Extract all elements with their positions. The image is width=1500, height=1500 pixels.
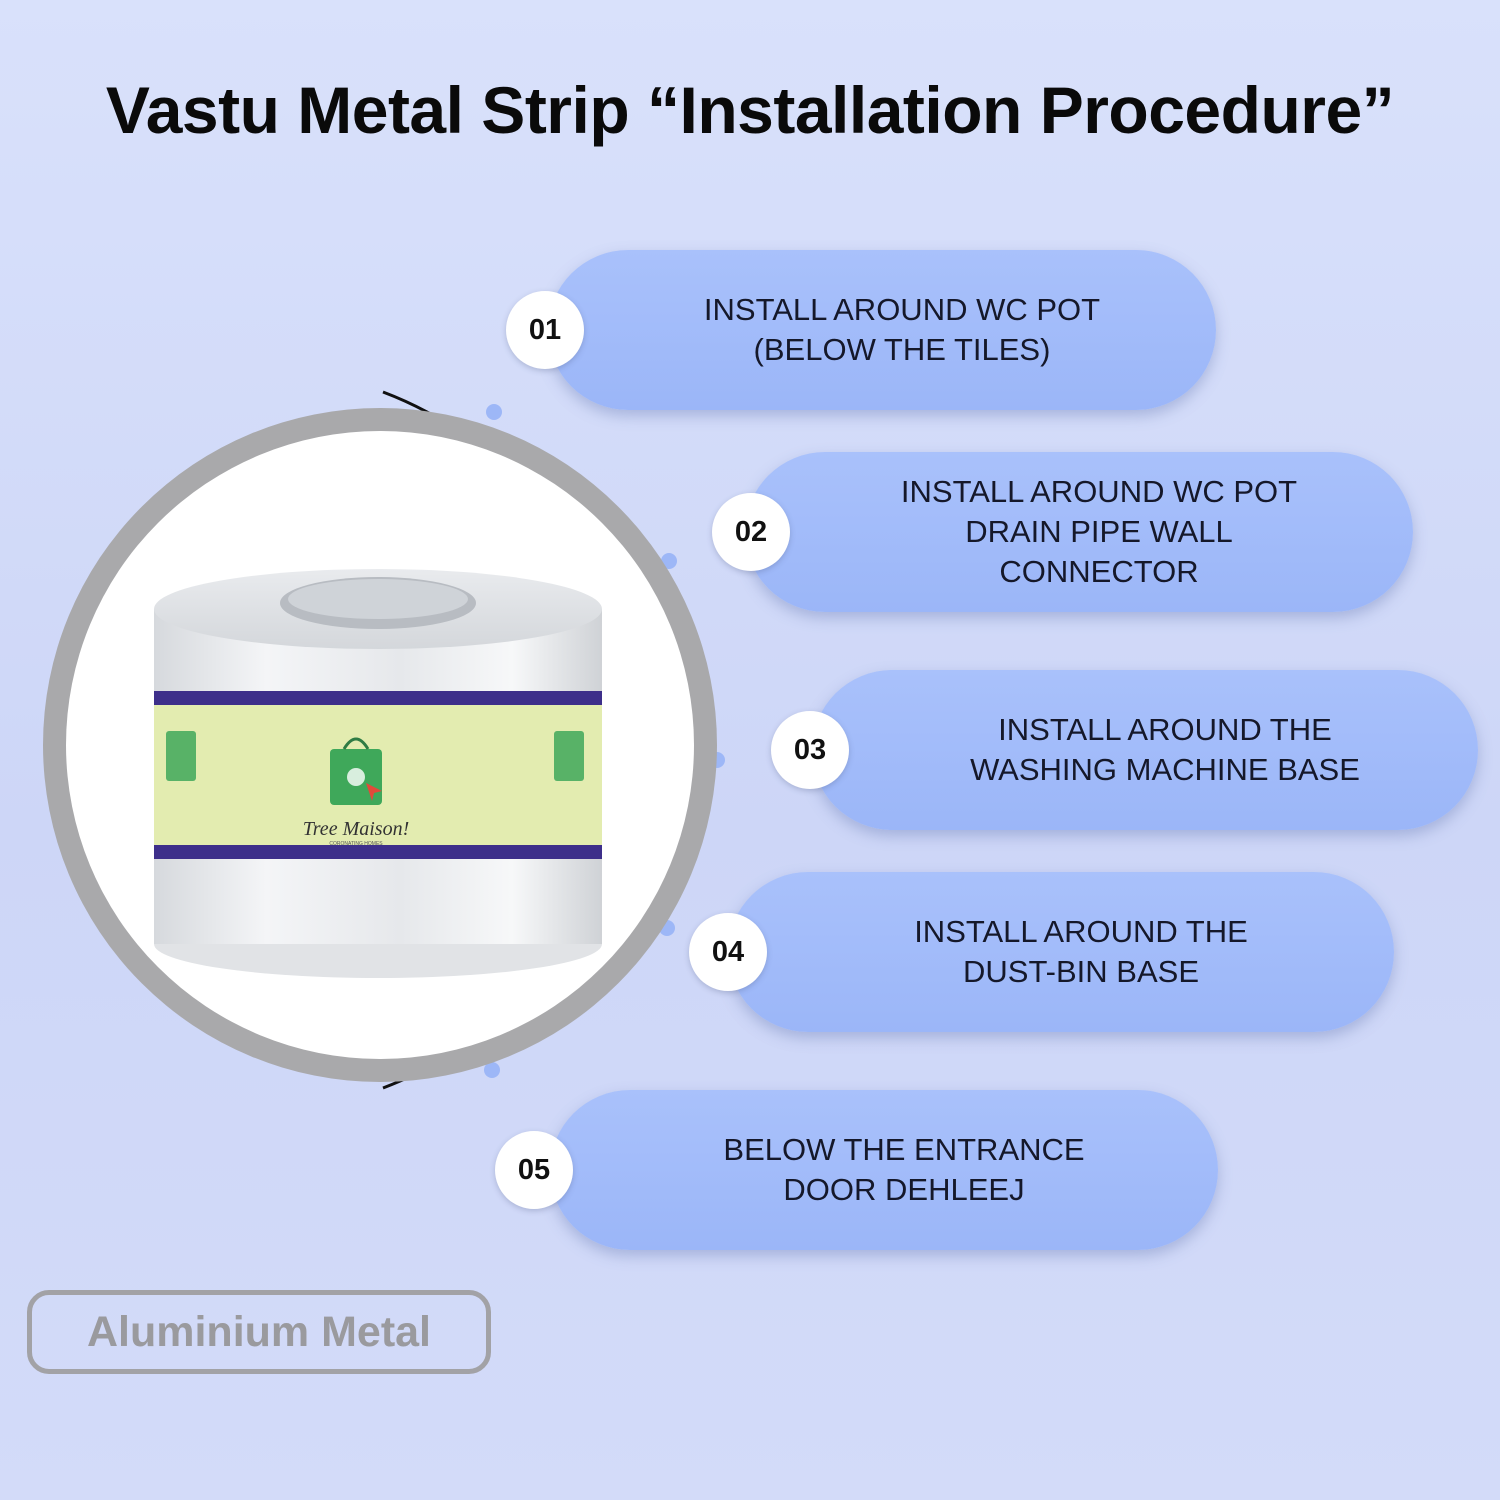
brand-bag-icon xyxy=(554,731,584,781)
step-number-badge: 02 xyxy=(712,493,790,571)
material-badge: Aluminium Metal xyxy=(27,1290,491,1374)
step-card-5: BELOW THE ENTRANCE DOOR DEHLEEJ xyxy=(550,1090,1218,1250)
aluminium-roll-illustration: Tree Maison! CORONATING HOMES xyxy=(154,569,602,978)
arc-dot xyxy=(486,404,502,420)
step-text: INSTALL AROUND WC POT (BELOW THE TILES) xyxy=(703,292,1101,367)
step-text: INSTALL AROUND THE WASHING MACHINE BASE xyxy=(970,712,1360,787)
brand-label: Tree Maison! xyxy=(303,818,409,840)
step-card-2: INSTALL AROUND WC POT DRAIN PIPE WALL CO… xyxy=(745,452,1413,612)
step-number-badge: 04 xyxy=(689,913,767,991)
product-frame: Tree Maison! CORONATING HOMES xyxy=(43,408,717,1082)
brand-bag-icon xyxy=(166,731,196,781)
step-card-3: INSTALL AROUND THE WASHING MACHINE BASE xyxy=(812,670,1478,830)
step-card-4: INSTALL AROUND THE DUST-BIN BASE xyxy=(728,872,1394,1032)
page-title: Vastu Metal Strip “Installation Procedur… xyxy=(105,73,1395,147)
step-text: INSTALL AROUND WC POT DRAIN PIPE WALL CO… xyxy=(900,474,1298,589)
step-number-badge: 05 xyxy=(495,1131,573,1209)
product-image: Tree Maison! CORONATING HOMES xyxy=(66,431,694,1059)
brand-bag-icon xyxy=(330,737,382,805)
step-card-1: INSTALL AROUND WC POT (BELOW THE TILES) xyxy=(548,250,1216,410)
step-number-badge: 01 xyxy=(506,291,584,369)
brand-tagline: CORONATING HOMES xyxy=(329,841,383,847)
step-text: BELOW THE ENTRANCE DOOR DEHLEEJ xyxy=(723,1132,1085,1207)
step-text: INSTALL AROUND THE DUST-BIN BASE xyxy=(914,914,1248,989)
step-number-badge: 03 xyxy=(771,711,849,789)
